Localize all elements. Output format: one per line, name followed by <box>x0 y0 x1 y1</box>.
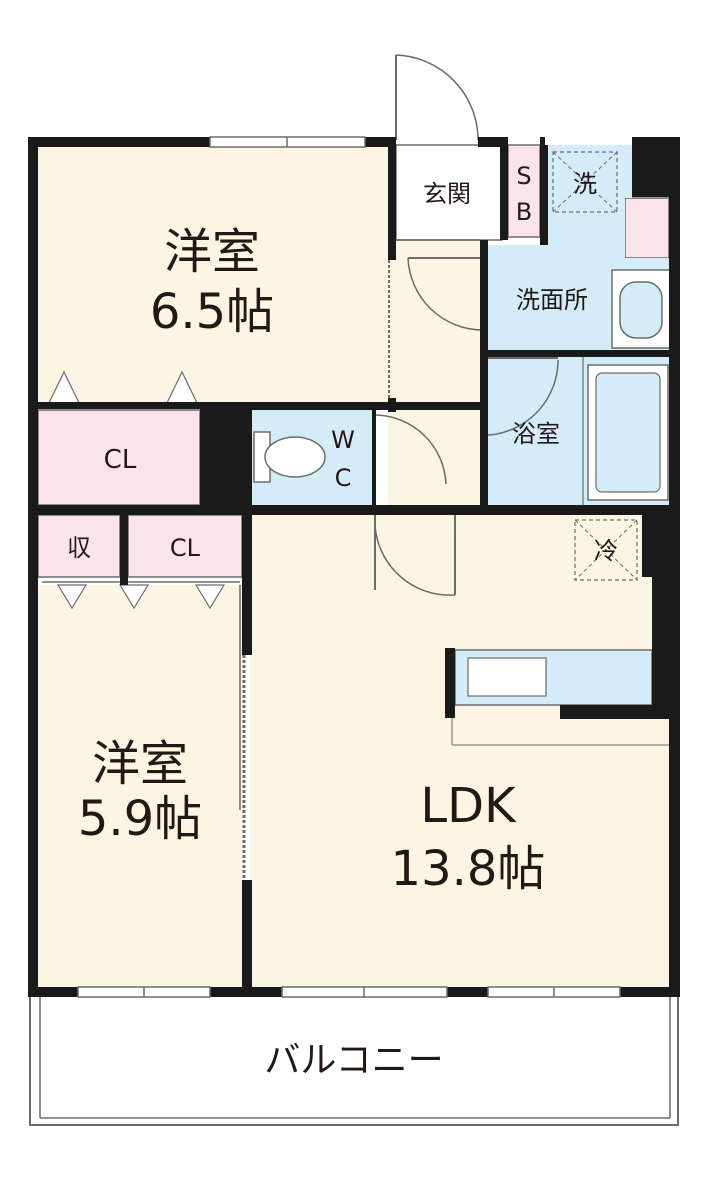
closet1-label: CL <box>104 445 137 475</box>
bathroom-door-swing <box>487 359 559 436</box>
closet2-area <box>127 514 243 578</box>
balcony-area <box>29 994 679 1126</box>
ldk-name: LDK <box>420 778 517 834</box>
closet-door-marker <box>194 584 226 610</box>
fridge-space <box>574 519 638 581</box>
bedroom2-name: 洋室 <box>92 736 188 792</box>
closet2-label: CL <box>170 534 201 562</box>
shoebox-label-2: B <box>516 198 532 226</box>
washer-pan <box>552 151 618 213</box>
closet-door-marker <box>56 584 88 610</box>
ldk-kitchen-floor <box>250 720 672 990</box>
kitchen-sink <box>467 657 547 697</box>
closet-door-marker <box>118 584 150 610</box>
wash-cabinet <box>624 197 670 259</box>
ldk-door-swing <box>374 514 456 596</box>
washer-pan-diag <box>552 151 618 213</box>
ldk-size: 13.8帖 <box>391 841 546 897</box>
bedroom1-floor <box>38 145 388 405</box>
wc-label-1: W <box>331 426 355 454</box>
bedroom2-size: 5.9帖 <box>78 791 202 847</box>
fridge-diag <box>574 519 638 581</box>
closet1-area <box>37 409 201 506</box>
bathtub-inner <box>595 372 661 493</box>
shoebox-label-1: S <box>516 162 531 190</box>
washroom-label: 洗面所 <box>516 286 588 314</box>
washroom-door-swing <box>407 257 484 331</box>
storage-label: 収 <box>67 534 91 562</box>
wc-label-2: C <box>335 464 352 492</box>
balcony-label: バルコニー <box>264 1040 443 1081</box>
bedroom1-name: 洋室 <box>164 224 260 280</box>
genkan-label: 玄関 <box>423 180 471 208</box>
bedroom2-floor <box>38 585 244 990</box>
washer-label: 洗 <box>573 170 597 198</box>
entrance-door-swing <box>395 54 479 141</box>
fridge-label: 冷 <box>594 537 618 565</box>
bathroom-label: 浴室 <box>512 420 560 448</box>
bedroom1-size: 6.5帖 <box>150 284 274 340</box>
wc-door-swing <box>374 414 447 485</box>
windows <box>77 136 621 998</box>
toilet-bowl <box>264 436 326 478</box>
vanity-basin <box>619 281 663 339</box>
